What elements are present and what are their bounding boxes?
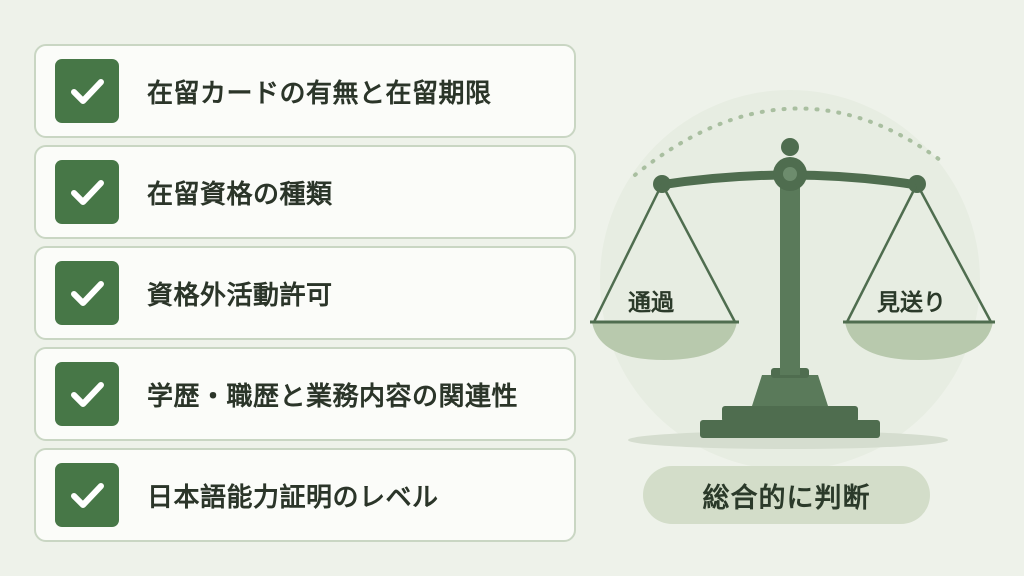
scale-foot bbox=[752, 375, 828, 406]
checkbox-checked[interactable] bbox=[55, 160, 119, 224]
checkbox-checked[interactable] bbox=[55, 463, 119, 527]
scale-base-bottom bbox=[700, 420, 880, 438]
balance-scale: 通過 見送り bbox=[580, 70, 1010, 490]
checkmark-icon bbox=[71, 382, 104, 407]
checklist-item-label: 日本語能力証明のレベル bbox=[147, 482, 439, 513]
checklist-item-label: 資格外活動許可 bbox=[147, 280, 333, 311]
scale-top-knob bbox=[781, 138, 799, 156]
scale-pivot-inner bbox=[783, 167, 797, 181]
checklist-item: 学歴・職歴と業務内容の関連性 bbox=[34, 347, 576, 441]
left-chain-left bbox=[592, 183, 664, 323]
left-pan bbox=[592, 322, 737, 360]
right-pan bbox=[845, 322, 993, 360]
checklist-item-label: 学歴・職歴と業務内容の関連性 bbox=[147, 381, 519, 412]
checkmark-icon bbox=[71, 180, 104, 205]
checklist: 在留カードの有無と在留期限 在留資格の種類 資格外活動許可 学歴・職歴と業務内容… bbox=[34, 44, 576, 549]
checkmark-icon bbox=[71, 281, 104, 306]
right-pan-label: 見送り bbox=[877, 290, 946, 316]
verdict-badge: 総合的に判断 bbox=[643, 466, 930, 524]
checkbox-checked[interactable] bbox=[55, 261, 119, 325]
checklist-item: 日本語能力証明のレベル bbox=[34, 448, 576, 542]
checkmark-icon bbox=[71, 483, 104, 508]
checkbox-checked[interactable] bbox=[55, 59, 119, 123]
checklist-item: 在留カードの有無と在留期限 bbox=[34, 44, 576, 138]
scale-base-top bbox=[722, 406, 858, 422]
right-chain-left bbox=[845, 183, 919, 323]
checkbox-checked[interactable] bbox=[55, 362, 119, 426]
checklist-item-label: 在留カードの有無と在留期限 bbox=[147, 78, 492, 109]
checklist-item: 在留資格の種類 bbox=[34, 145, 576, 239]
balance-scale-icon bbox=[590, 90, 995, 470]
scale-pillar bbox=[780, 165, 800, 375]
right-chain-right bbox=[915, 183, 993, 323]
left-pan-label: 通過 bbox=[628, 290, 674, 316]
checklist-item: 資格外活動許可 bbox=[34, 246, 576, 340]
dotted-arc bbox=[633, 106, 942, 177]
checkmark-icon bbox=[71, 79, 104, 104]
left-chain-right bbox=[660, 183, 737, 323]
checklist-item-label: 在留資格の種類 bbox=[147, 179, 333, 210]
